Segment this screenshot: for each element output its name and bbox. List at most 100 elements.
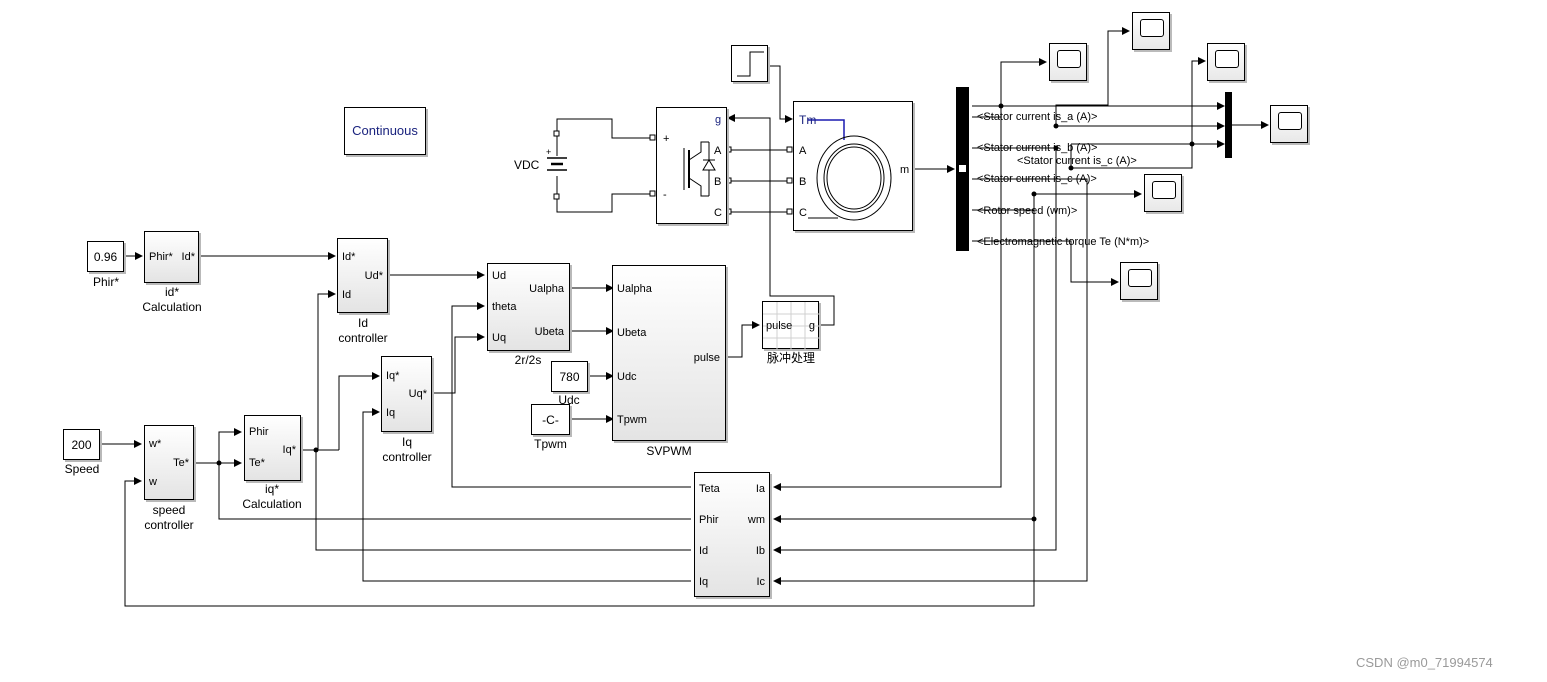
scope-three-phase[interactable] [1270,105,1308,143]
scope-is-a[interactable] [1049,43,1087,81]
bus-signal-is-a: <Stator current is_a (A)> [977,111,1098,123]
bus-selector[interactable] [956,87,969,251]
observer-in-wm: wm [747,514,765,526]
scope-torque[interactable] [1120,262,1158,300]
udc-constant-caption: Udc [558,393,580,407]
svpwm-in-ubeta: Ubeta [617,327,647,339]
observer-in-ia: Ia [755,483,765,495]
id-controller-block[interactable]: Id* Id Ud* [337,238,388,313]
id-ctrl-in1: Id* [342,251,356,263]
inverter-minus-port: - [663,189,667,201]
iq-ctrl-caption-1: Iq [401,435,412,449]
dc-source-label: VDC [514,158,540,172]
id-ctrl-in2: Id [342,289,352,301]
observer-out-id: Id [699,545,709,557]
r2s-caption: 2r/2s [514,353,542,367]
svpwm-caption: SVPWM [646,444,692,458]
phir-constant[interactable]: 0.96 [87,241,124,272]
speed-ctrl-caption-1: speed [152,503,186,517]
powergui-label: Continuous [352,123,418,138]
scope-icon [1278,112,1302,130]
pulse-processing-caption: 脉冲处理 [766,351,815,365]
phir-constant-value: 0.96 [93,250,118,264]
id-ctrl-out: Ud* [364,270,383,282]
speed-ctrl-caption-2: controller [144,518,194,532]
r2s-in-uq: Uq [492,332,507,344]
dc-source-plus: + [546,147,552,157]
udc-constant[interactable]: 780 [551,361,588,392]
bus-signal-is-c: <Stator current is_c (A)> [977,173,1097,185]
r2s-out-ualpha: Ualpha [529,283,564,295]
flux-observer-block[interactable]: Teta Phir Id Iq Ia wm Ib Ic [694,472,770,597]
iq-calc-caption-2: Calculation [242,497,302,511]
id-ctrl-caption-2: controller [338,331,388,345]
motor-b-port: B [799,176,807,188]
pulse-processing-block[interactable]: pulse g [762,301,820,350]
motor-a-port: A [799,145,807,157]
speed-controller-block[interactable]: w* w Te* [144,425,194,500]
bus-signal-torque: <Electromagnetic torque Te (N*m)> [977,236,1150,248]
watermark: CSDN @m0_71994574 [1356,655,1493,670]
iq-ctrl-in2: Iq [386,407,396,419]
r2s-in-theta: theta [492,301,517,313]
pulse-out: g [808,320,815,332]
iq-controller-block[interactable]: Iq* Iq Uq* [381,356,432,432]
mux-block[interactable] [1225,92,1232,158]
iq-calculation-block[interactable]: Phir Te* Iq* [244,415,301,481]
bus-signal-rotor-speed: <Rotor speed (wm)> [977,205,1078,217]
inverter-block[interactable]: g + - A B C [656,107,727,224]
scope-rotor-speed[interactable] [1144,174,1182,212]
id-calc-out: Id* [181,251,195,263]
tpwm-constant-caption: Tpwm [534,437,567,451]
scope-is-c[interactable] [1207,43,1245,81]
inverter-plus-port: + [663,133,670,145]
iq-calc-in-te: Te* [249,457,265,469]
step-block[interactable] [731,45,768,82]
motor-icon [808,119,892,221]
inverter-a-port: A [714,145,722,157]
speed-constant[interactable]: 200 [63,429,100,460]
observer-out-teta: Teta [699,483,720,495]
tpwm-constant-value: -C- [542,413,559,427]
id-calc-caption-2: Calculation [142,300,202,314]
iq-calc-in-phir: Phir [249,426,269,438]
observer-out-phir: Phir [699,514,719,526]
id-calc-caption-1: id* [164,285,179,299]
observer-in-ib: Ib [755,545,765,557]
udc-constant-value: 780 [559,370,580,384]
motor-c-port: C [799,207,807,219]
wire-dc-plus [556,118,652,139]
iq-calc-out: Iq* [282,444,296,456]
scope-icon [1215,50,1239,68]
bus-signal-is-c-mux: <Stator current is_c (A)> [1017,155,1137,167]
svpwm-block[interactable]: Ualpha Ubeta Udc Tpwm pulse [612,265,726,441]
step-icon [737,51,764,77]
grid-icon [763,302,820,350]
svpwm-in-tpwm: Tpwm [617,414,647,426]
observer-in-ic: Ic [756,576,765,588]
svpwm-out-pulse: pulse [693,352,720,364]
scope-icon [1152,181,1176,199]
igbt-icon [683,141,716,197]
speed-constant-value: 200 [71,438,92,452]
motor-m-port: m [900,164,910,176]
speed-ctrl-out: Te* [173,457,189,469]
speed-constant-caption: Speed [64,462,100,476]
r2s-in-ud: Ud [492,270,507,282]
tpwm-constant[interactable]: -C- [531,404,570,435]
r2s-out-ubeta: Ubeta [534,326,564,338]
powergui-block[interactable]: Continuous [344,107,426,155]
motor-tm-port: Tm [799,113,817,127]
scope-icon [1057,50,1081,68]
induction-motor-block[interactable]: Tm A B C m [793,101,913,231]
iq-ctrl-out: Uq* [408,388,427,400]
scope-is-b[interactable] [1132,12,1170,50]
inverter-b-port: B [714,176,722,188]
id-calculation-block[interactable]: Phir* Id* [144,231,199,283]
park-inverse-block[interactable]: Ud theta Uq Ualpha Ubeta [487,263,570,351]
svpwm-in-ualpha: Ualpha [617,283,652,295]
pulse-in: pulse [766,320,793,332]
scope-icon [1140,19,1164,37]
inverter-c-port: C [714,207,722,219]
